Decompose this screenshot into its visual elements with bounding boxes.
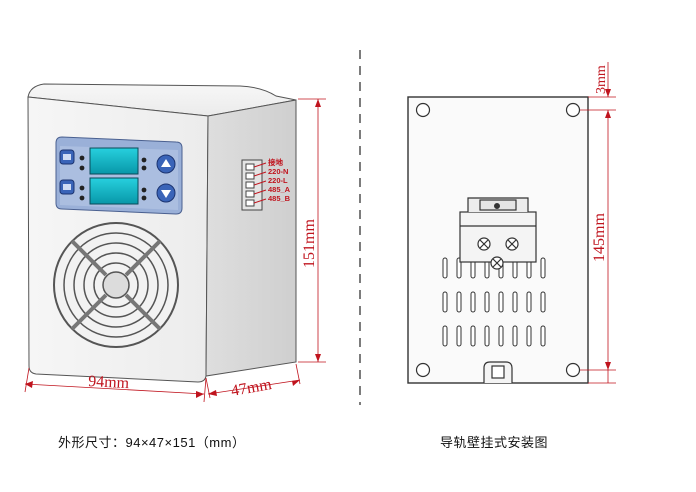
dimension-depth: 47mm bbox=[205, 363, 301, 400]
terminal-label-220l: 220-L bbox=[268, 176, 288, 185]
din-rail-clip bbox=[459, 197, 537, 383]
indicator-led bbox=[79, 165, 85, 171]
terminal-label-ground: 接地 bbox=[268, 157, 283, 167]
up-arrow-icon bbox=[161, 159, 171, 167]
dim-depth-label: 47mm bbox=[230, 376, 274, 400]
indicator-led bbox=[141, 187, 147, 193]
device-side-face bbox=[205, 99, 297, 377]
dimension-hole-spacing: 145mm bbox=[580, 110, 616, 384]
display-screen-top bbox=[89, 147, 139, 175]
indicator-led bbox=[79, 155, 85, 161]
indicator-led bbox=[141, 165, 147, 171]
device-3d-view: 接地 220-N 220-L 485_A 485_B bbox=[27, 83, 297, 383]
dim-hole-spacing-label: 145mm bbox=[591, 213, 608, 262]
fan-guard bbox=[53, 222, 179, 348]
mounting-holes bbox=[415, 102, 581, 378]
terminal-label-220n: 220-N bbox=[268, 167, 288, 176]
right-caption: 导轨壁挂式安装图 bbox=[440, 435, 549, 450]
display-screen-bottom bbox=[89, 177, 139, 205]
device-top-face bbox=[27, 83, 297, 117]
dimension-height: 151mm bbox=[298, 98, 326, 363]
dimension-hole-offset: 3mm bbox=[580, 62, 616, 111]
indicator-led bbox=[141, 157, 147, 163]
terminal-label-485a: 485_A bbox=[268, 185, 291, 194]
dim-height-label: 151mm bbox=[301, 219, 318, 268]
terminal-label-485b: 485_B bbox=[268, 194, 291, 203]
mounting-view bbox=[407, 96, 589, 384]
dim-hole-offset-label: 3mm bbox=[594, 65, 609, 94]
terminal-block: 接地 220-N 220-L 485_A 485_B bbox=[241, 157, 291, 211]
display-panel bbox=[55, 136, 183, 215]
indicator-led bbox=[141, 195, 147, 201]
indicator-led bbox=[79, 195, 85, 201]
down-arrow-icon bbox=[161, 190, 171, 198]
dim-width-label: 94mm bbox=[88, 373, 130, 392]
indicator-led bbox=[79, 185, 85, 191]
left-caption: 外形尺寸：94×47×151（mm） bbox=[58, 435, 246, 450]
dimension-width: 94mm bbox=[24, 367, 207, 403]
